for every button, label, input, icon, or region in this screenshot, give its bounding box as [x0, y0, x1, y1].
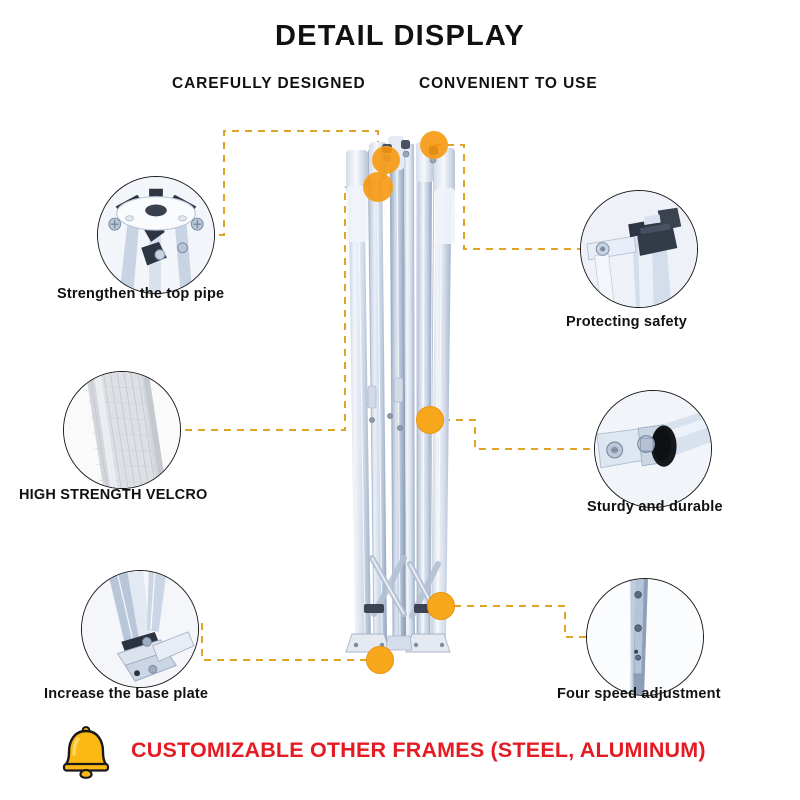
photo-protecting-safety-illustration — [581, 191, 697, 307]
callout-label-protecting-safety: Protecting safety — [566, 314, 688, 330]
photo-top-pipe-illustration — [98, 177, 214, 293]
banner-text: CUSTOMIZABLE OTHER FRAMES (STEEL, ALUMIN… — [131, 738, 706, 762]
subtitle-convenient-to-use: CONVENIENT TO USE — [419, 75, 598, 92]
callout-label-velcro: HIGH STRENGTH VELCRO — [19, 487, 208, 503]
photo-velcro-illustration — [64, 372, 180, 488]
photo-sturdy-durable-illustration — [595, 391, 711, 507]
callout-photo-protecting-safety — [580, 190, 698, 308]
product-image-folding-frame — [345, 136, 455, 653]
page-title: DETAIL DISPLAY — [275, 20, 525, 52]
marker-protecting-safety[interactable] — [420, 131, 448, 159]
callout-photo-sturdy-durable — [594, 390, 712, 508]
callout-label-four-speed: Four speed adjustment — [557, 686, 721, 702]
marker-top-center[interactable] — [372, 146, 400, 174]
marker-sturdy-durable[interactable] — [416, 406, 444, 434]
callout-label-sturdy-durable: Sturdy and durable — [587, 499, 723, 515]
callout-label-top-pipe: Strengthen the top pipe — [57, 286, 225, 302]
marker-strengthen-top-pipe[interactable] — [363, 172, 393, 202]
marker-increase-base-plate[interactable] — [366, 646, 394, 674]
bell-icon — [62, 725, 110, 779]
marker-four-speed-adjustment[interactable] — [427, 592, 455, 620]
callout-photo-velcro — [63, 371, 181, 489]
photo-base-plate-illustration — [82, 571, 198, 687]
callout-photo-four-speed — [586, 578, 704, 696]
subtitle-carefully-designed: CAREFULLY DESIGNED — [172, 75, 366, 92]
photo-four-speed-illustration — [587, 579, 703, 695]
callout-photo-top-pipe — [97, 176, 215, 294]
callout-label-base-plate: Increase the base plate — [44, 686, 209, 702]
callout-photo-base-plate — [81, 570, 199, 688]
